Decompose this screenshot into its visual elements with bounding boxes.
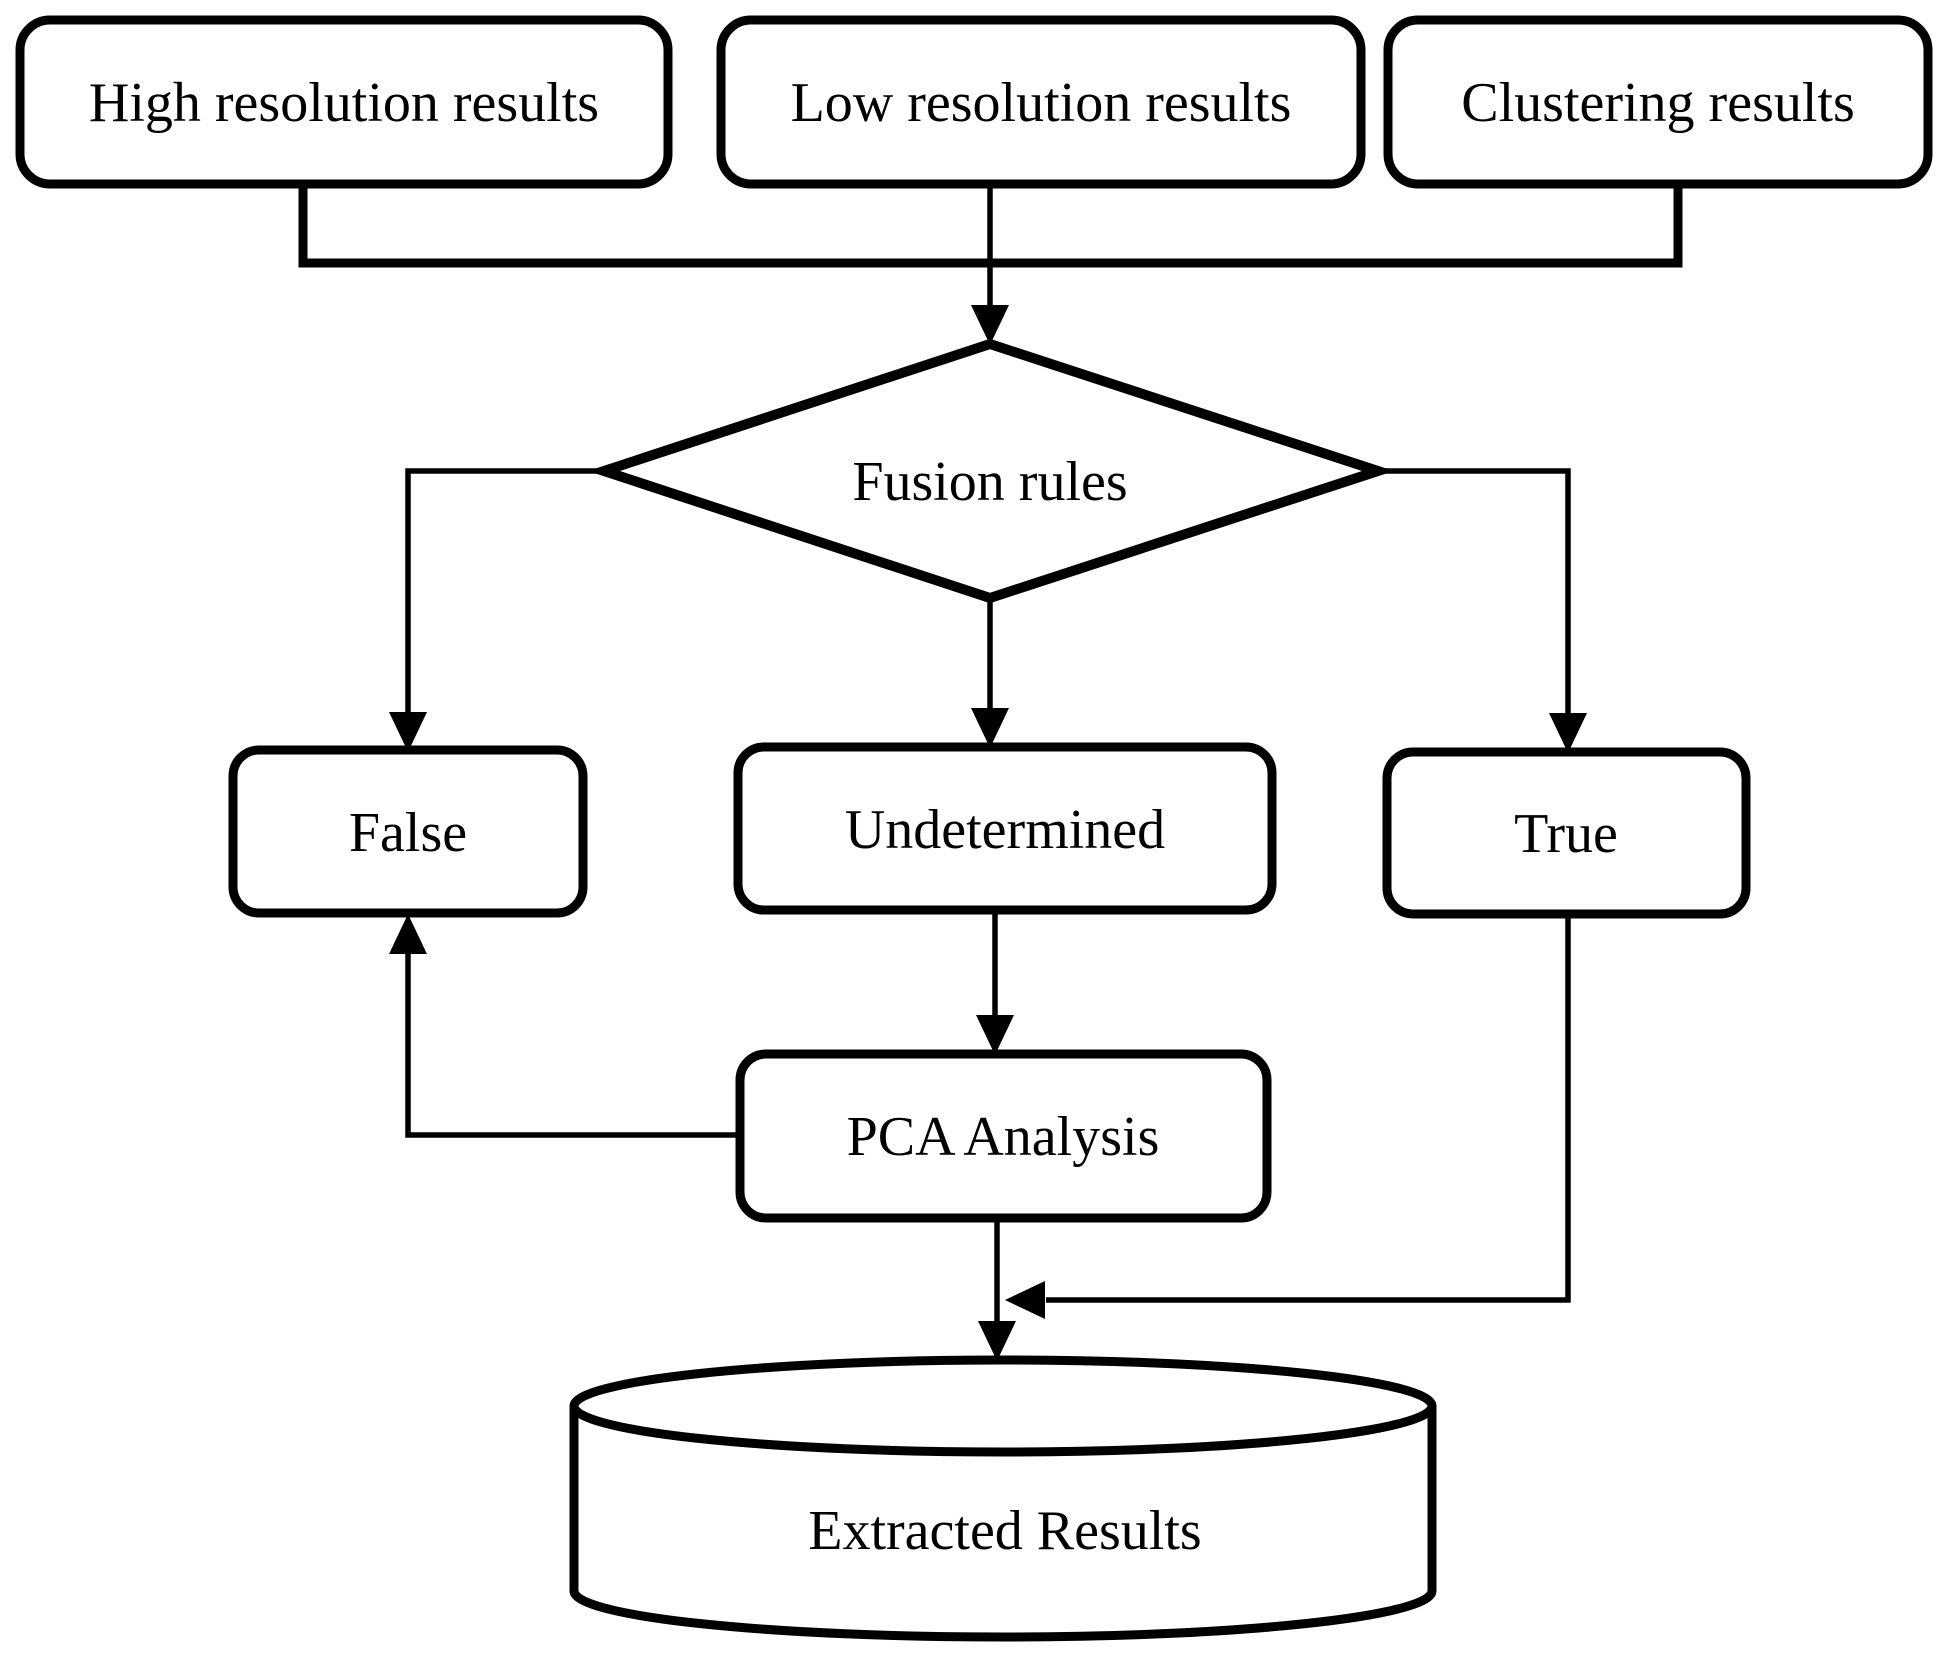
low-resolution-results-label: Low resolution results [791,72,1292,134]
low-resolution-results-box [716,15,1366,189]
high-resolution-results-label: High resolution results [89,72,599,134]
node-true: True [1382,747,1751,919]
arrowhead-extracted-top [978,1321,1016,1361]
node-clustering-results: Clustering results [1383,15,1933,189]
arrowhead-undetermined-top [971,708,1009,748]
extracted-results-label: Extracted Results [808,1500,1201,1562]
clustering-results-box [1383,15,1933,189]
arrowhead-pca-top [976,1015,1014,1055]
node-undetermined: Undetermined [733,742,1277,915]
pca-analysis-label: PCA Analysis [847,1106,1160,1168]
node-false: False [228,745,588,918]
arrowhead-false-bottom [389,914,427,954]
fusion-rules-diamond [588,338,1395,604]
high-resolution-results-box [15,15,673,189]
edge-fusion-to-false [405,468,604,713]
arrowhead-false-top [389,712,427,752]
node-fusion-rules: Fusion rules [588,338,1395,604]
node-high-resolution-results: High resolution results [15,15,673,189]
undetermined-box [733,742,1277,915]
edge-pca-to-false [405,954,740,1138]
true-label: True [1514,803,1618,865]
false-label: False [349,802,467,864]
undetermined-label: Undetermined [845,799,1165,861]
extracted-results-cylinder-body [569,1406,1437,1642]
edge-true-to-junction [1046,914,1571,1303]
node-low-resolution-results: Low resolution results [716,15,1366,189]
arrowhead-junction-left [1005,1281,1045,1319]
arrowhead-true-top [1549,713,1587,753]
node-pca-analysis: PCA Analysis [735,1049,1272,1223]
clustering-results-label: Clustering results [1461,72,1855,134]
pca-analysis-box [735,1049,1272,1223]
connectors [298,183,1683,1361]
node-extracted-results: Extracted Results [569,1355,1437,1642]
false-box [228,745,588,918]
arrowhead-fusion-top [971,305,1009,345]
fusion-rules-label: Fusion rules [852,451,1127,513]
edge-fusion-to-true [1378,468,1571,715]
extracted-results-cylinder-top [569,1355,1437,1457]
true-box [1382,747,1751,919]
